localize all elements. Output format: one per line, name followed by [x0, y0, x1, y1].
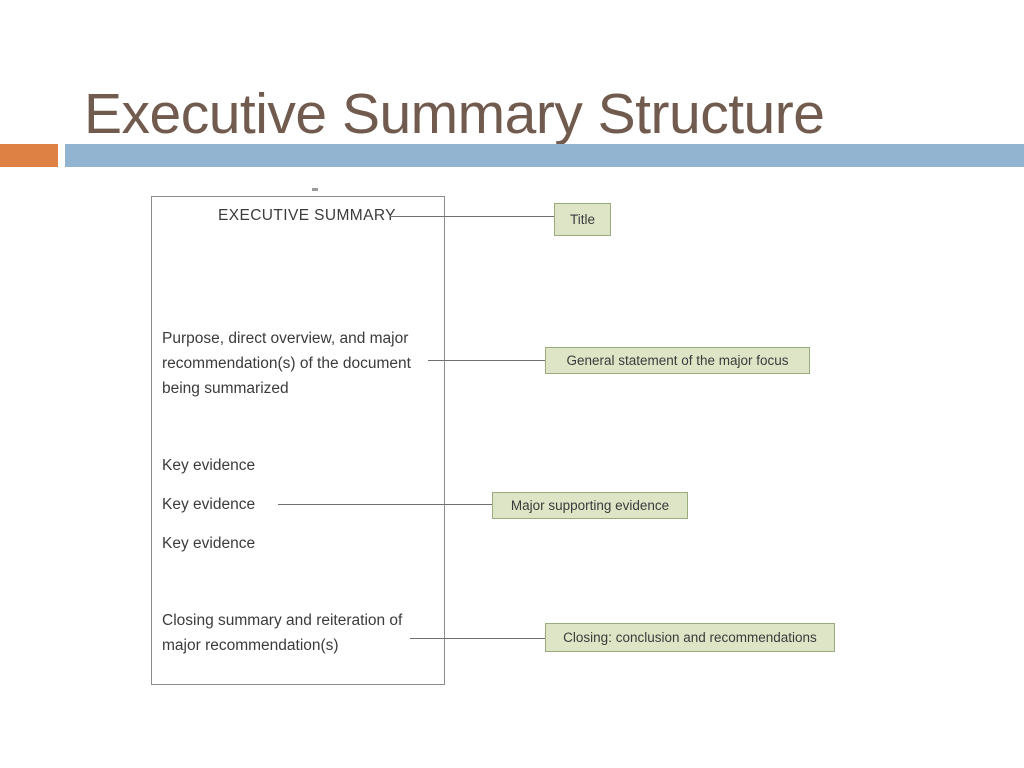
connector-line-title [390, 216, 554, 217]
callout-title: Title [554, 203, 611, 236]
connector-line-evidence [278, 504, 492, 505]
document-block-closing: Closing summary and reiteration of major… [162, 612, 403, 654]
document-block-purpose: Purpose, direct overview, and major reco… [162, 330, 411, 397]
frame-tick-mark [312, 188, 318, 191]
document-heading: EXECUTIVE SUMMARY [218, 207, 396, 224]
callout-major-supporting-evidence: Major supporting evidence [492, 492, 688, 519]
accent-bar-blue [65, 144, 1024, 167]
document-block-evidence-1: Key evidence [162, 457, 256, 474]
connector-line-general [428, 360, 545, 361]
document-block-evidence-2: Key evidence [162, 496, 256, 513]
connector-line-closing [410, 638, 545, 639]
accent-bar-orange [0, 144, 58, 167]
page-title: Executive Summary Structure [84, 82, 825, 147]
document-frame [151, 196, 445, 685]
callout-general-statement: General statement of the major focus [545, 347, 810, 374]
callout-closing-conclusion: Closing: conclusion and recommendations [545, 623, 835, 652]
document-block-evidence-3: Key evidence [162, 535, 256, 552]
